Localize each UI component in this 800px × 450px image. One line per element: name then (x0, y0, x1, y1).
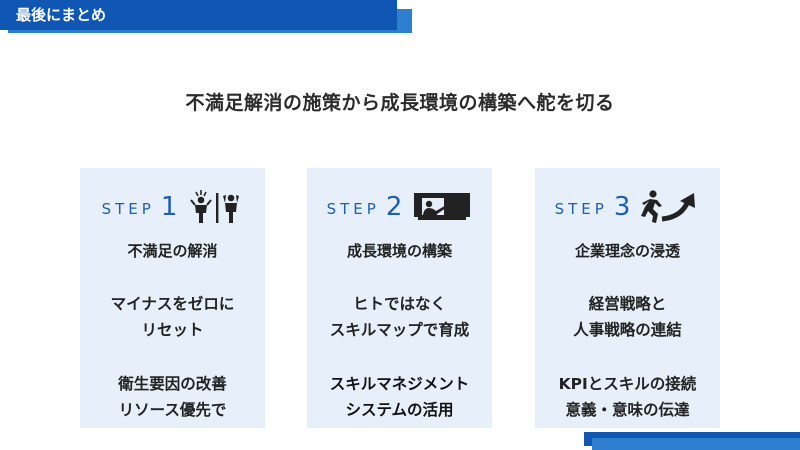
frustrated-people-icon (190, 190, 240, 223)
step-label-3: STEP 3 (535, 190, 720, 224)
step-title: 企業理念の浸透 (574, 242, 680, 260)
step-point-line: システムの活用 (345, 401, 454, 419)
page-headline: 不満足解消の施策から成長環境の構築へ舵を切る (185, 92, 615, 114)
step-title: 不満足の解消 (127, 242, 218, 260)
step-word: STEP (101, 200, 155, 218)
step-label-1: STEP 1 (80, 190, 265, 224)
running-person-arrow-icon (641, 190, 696, 223)
presenter-board-icon (414, 193, 471, 220)
step-card-1: STEP 1 不満足の解消 マイ (80, 168, 265, 428)
step-point-1: ヒトではなく スキルマップで育成 (307, 291, 492, 343)
step-point-line: スキルマップで育成 (329, 321, 470, 339)
step-point-line: 衛生要因の改善 (118, 375, 227, 393)
step-word: STEP (554, 200, 608, 218)
header-banner: 最後にまとめ (0, 0, 397, 30)
step-point-1: マイナスをゼロに リセット (80, 291, 265, 343)
step-word: STEP (326, 200, 380, 218)
step-number: 2 (385, 192, 403, 222)
step-point-line: 人事戦略の連結 (573, 321, 682, 339)
step-point-line: スキルマネジメント (329, 375, 470, 393)
step-point-1: 経営戦略と 人事戦略の連結 (535, 291, 720, 343)
footer-decoration-light (592, 438, 800, 450)
step-point-line: 経営戦略と (588, 295, 667, 313)
step-number: 3 (613, 192, 631, 222)
step-point-line: KPIとスキルの接続 (558, 375, 697, 393)
step-point-2: KPIとスキルの接続 意義・意味の伝達 (535, 371, 720, 423)
step-card-2: STEP 2 成長環境の構築 ヒトではなく スキルマップで育成 スキルマネジメン… (307, 168, 492, 428)
header-title: 最後にまとめ (16, 6, 107, 24)
step-title: 成長環境の構築 (346, 242, 452, 260)
step-point-line: リソース優先で (118, 401, 227, 419)
step-point-2: 衛生要因の改善 リソース優先で (80, 371, 265, 423)
step-number: 1 (160, 192, 178, 222)
step-card-3: STEP 3 企業理念の浸透 経営戦略と 人事戦略の連結 KPIとスキルの接続 … (535, 168, 720, 428)
step-point-line: リセット (141, 321, 204, 339)
step-point-line: ヒトではなく (352, 295, 446, 313)
step-label-2: STEP 2 (307, 190, 492, 224)
step-point-2: スキルマネジメント システムの活用 (307, 371, 492, 423)
step-point-line: 意義・意味の伝達 (565, 401, 690, 419)
step-point-line: マイナスをゼロに (110, 295, 235, 313)
